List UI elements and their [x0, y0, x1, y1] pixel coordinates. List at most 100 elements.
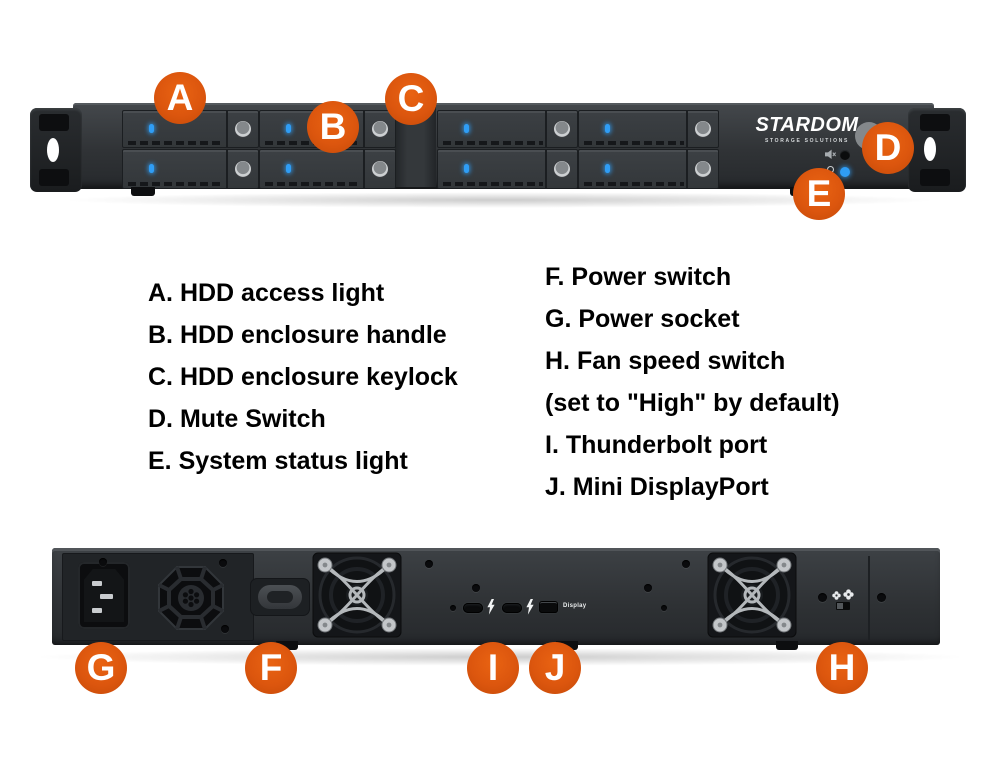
ear-recess: [920, 114, 950, 131]
keylock-button: [371, 120, 389, 138]
label-badge-g: G: [75, 642, 127, 694]
label-badge-a: A: [154, 72, 206, 124]
bay-vent: [128, 141, 224, 145]
panel-seam: [868, 556, 870, 640]
keylock-panel: [545, 150, 577, 188]
bay-vent: [584, 182, 684, 186]
front-view: STARDOM STORAGE SOLUTIONS A B C D E: [0, 0, 1000, 230]
label-badge-h: H: [816, 642, 868, 694]
cooling-fan: [312, 552, 402, 638]
thunderbolt-port: [502, 603, 522, 613]
power-switch: [258, 585, 302, 609]
screw: [219, 559, 227, 567]
chassis-foot: [776, 641, 798, 650]
ear-screw-hole: [924, 137, 936, 161]
fan-screws: [317, 557, 397, 633]
hdd-access-led: [149, 164, 154, 174]
bay-vent: [128, 182, 224, 186]
legend-item: B. HDD enclosure handle: [148, 321, 447, 349]
label-badge-f: F: [245, 642, 297, 694]
legend-item: E. System status light: [148, 447, 408, 475]
legend-item: G. Power socket: [545, 305, 740, 333]
legend-item: A. HDD access light: [148, 279, 385, 307]
bay-vent: [584, 141, 684, 145]
screw: [472, 584, 480, 592]
hdd-access-led: [464, 164, 469, 174]
rack-ear-right: [908, 108, 966, 192]
label-badge-i: I: [467, 642, 519, 694]
power-socket: [78, 562, 130, 629]
keylock-panel: [363, 150, 395, 188]
legend-left-column: A. HDD access light B. HDD enclosure han…: [148, 272, 458, 482]
drive-bay: [578, 110, 719, 148]
keylock-panel: [363, 111, 395, 147]
drive-bay: [437, 110, 578, 148]
brand-tagline: STORAGE SOLUTIONS: [764, 138, 850, 144]
hdd-access-led: [605, 164, 610, 174]
mute-button: [840, 150, 850, 160]
legend-item: H. Fan speed switch: [545, 347, 786, 375]
thunderbolt-port: [463, 603, 483, 613]
keylock-button: [694, 120, 712, 138]
keylock-button: [553, 160, 571, 178]
screw: [661, 605, 667, 611]
legend-item: (set to "High" by default): [545, 389, 840, 417]
legend-item: D. Mute Switch: [148, 405, 326, 433]
drive-bay: [437, 149, 578, 189]
fan-speed-low-icon: [832, 591, 841, 600]
screw: [644, 584, 652, 592]
mini-displayport: [539, 601, 558, 613]
keylock-panel: [226, 111, 258, 147]
system-status-led: [840, 167, 850, 177]
ear-recess: [39, 169, 69, 186]
keylock-panel: [686, 111, 718, 147]
chassis-foot: [131, 187, 155, 196]
drive-bay: [122, 149, 259, 189]
cooling-fan: [707, 552, 797, 638]
label-badge-e: E: [793, 168, 845, 220]
screw: [877, 593, 886, 602]
bay-vent: [265, 182, 361, 186]
hdd-access-led: [286, 124, 291, 134]
socket-pin: [100, 594, 113, 599]
mute-icon: [825, 149, 836, 159]
fan-guard: [323, 563, 391, 627]
front-shadow: [60, 192, 940, 208]
power-switch-recess: [250, 578, 310, 616]
rack-ear-left: [30, 108, 82, 192]
legend-item: J. Mini DisplayPort: [545, 473, 769, 501]
screw: [818, 593, 827, 602]
fan-guard: [718, 563, 786, 627]
legend-item: C. HDD enclosure keylock: [148, 363, 458, 391]
socket-pin: [92, 608, 102, 613]
legend-right-column: F. Power switch G. Power socket H. Fan s…: [545, 256, 840, 508]
ear-recess: [39, 114, 69, 131]
fan-screws: [712, 557, 792, 633]
hdd-access-led: [286, 164, 291, 174]
keylock-panel: [226, 150, 258, 188]
socket-pin: [92, 581, 102, 586]
screw: [221, 625, 229, 633]
fan-speed-high-icon: [843, 589, 854, 600]
bay-vent: [443, 141, 543, 145]
bay-vent: [443, 182, 543, 186]
keylock-button: [234, 160, 252, 178]
brand-name: STARDOM: [755, 114, 859, 136]
legend-item: I. Thunderbolt port: [545, 431, 768, 459]
keylock-button: [694, 160, 712, 178]
label-badge-j: J: [529, 642, 581, 694]
display-port-label: Display: [563, 603, 587, 609]
vent-grille: [158, 566, 224, 630]
keylock-button: [234, 120, 252, 138]
ear-screw-hole: [47, 138, 59, 162]
fan-speed-switch: [836, 602, 850, 610]
label-badge-d: D: [862, 122, 914, 174]
keylock-panel: [545, 111, 577, 147]
keylock-button: [371, 160, 389, 178]
screw: [99, 558, 107, 566]
lightning-icon: [487, 599, 495, 615]
screw: [682, 560, 690, 568]
rear-view: Display: [0, 520, 1000, 730]
screw: [425, 560, 433, 568]
